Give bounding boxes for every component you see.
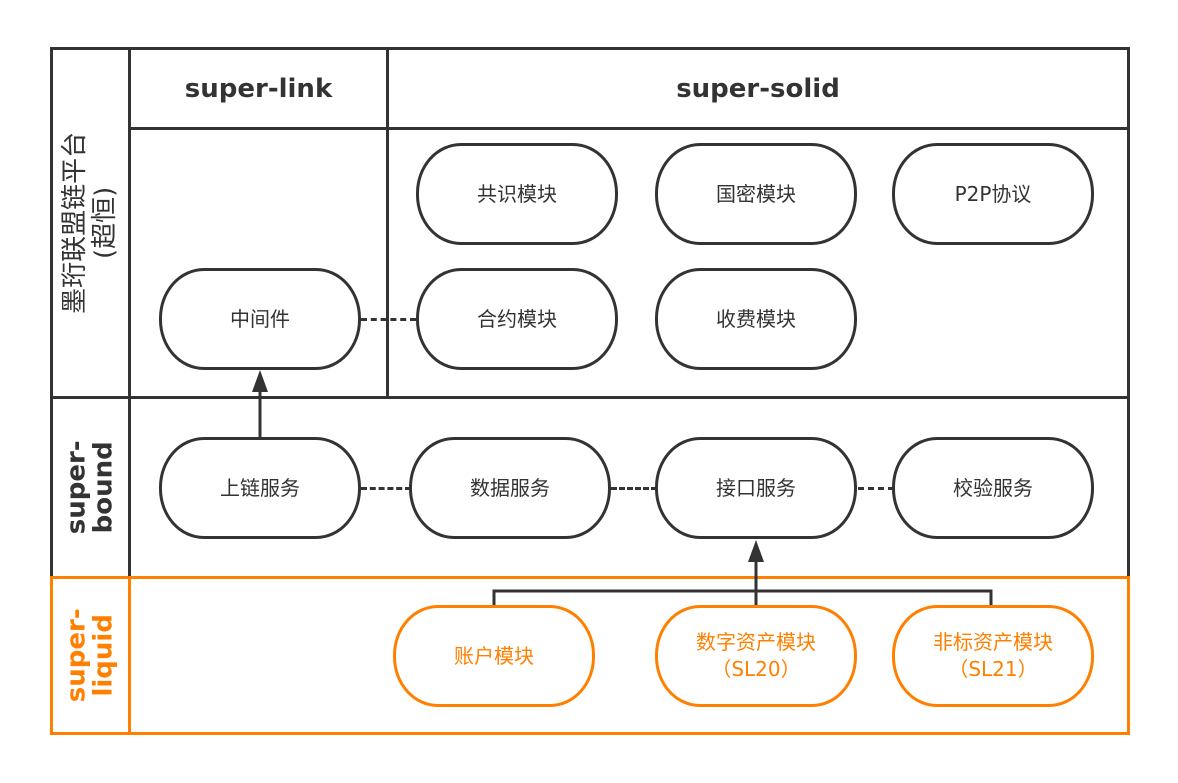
module-consensus[interactable]: 共识模块 (416, 143, 618, 245)
frame-left-border (50, 47, 53, 579)
layer-label-bound: super- bound (53, 399, 128, 576)
liquid-layer-box (50, 576, 1130, 735)
platform-label-alias: (超恒) (89, 186, 120, 260)
module-middleware[interactable]: 中间件 (159, 268, 361, 370)
service-interface[interactable]: 接口服务 (655, 437, 857, 539)
header-super-solid: super-solid (676, 73, 840, 104)
platform-label-name: 墨珩联盟链平台 (59, 131, 90, 315)
module-nonstandard-asset-sl21[interactable]: 非标资产模块 （SL21） (892, 605, 1094, 707)
layer-label-liquid: super- liquid (53, 579, 128, 732)
module-national-crypto[interactable]: 国密模块 (655, 143, 857, 245)
platform-bound-divider (50, 396, 1130, 399)
module-account[interactable]: 账户模块 (393, 605, 595, 707)
dotted-connector-interface-verify (858, 487, 894, 490)
header-row-divider (128, 127, 1128, 130)
frame-top-border (50, 47, 1130, 50)
service-verification[interactable]: 校验服务 (892, 437, 1094, 539)
liquid-label-text: super- liquid (61, 608, 119, 703)
dotted-connector-data-interface (611, 487, 657, 490)
left-column-divider (128, 47, 131, 579)
dotted-connector-onchain-data (361, 487, 411, 490)
module-contract[interactable]: 合约模块 (416, 268, 618, 370)
module-fee[interactable]: 收费模块 (655, 268, 857, 370)
arrow-onchain-to-middleware (252, 370, 268, 437)
service-data[interactable]: 数据服务 (409, 437, 611, 539)
frame-right-border (1127, 47, 1130, 579)
module-digital-asset-sl20[interactable]: 数字资产模块 （SL20） (655, 605, 857, 707)
layer-label-platform: 墨珩联盟链平台 (超恒) (53, 50, 128, 396)
link-solid-divider (386, 47, 389, 397)
liquid-column-divider (128, 576, 131, 735)
header-super-link: super-link (184, 73, 333, 104)
bound-label-text: super- bound (61, 440, 119, 535)
service-onchain[interactable]: 上链服务 (159, 437, 361, 539)
module-p2p-protocol[interactable]: P2P协议 (892, 143, 1094, 245)
dotted-connector-middleware-contract (361, 318, 416, 321)
